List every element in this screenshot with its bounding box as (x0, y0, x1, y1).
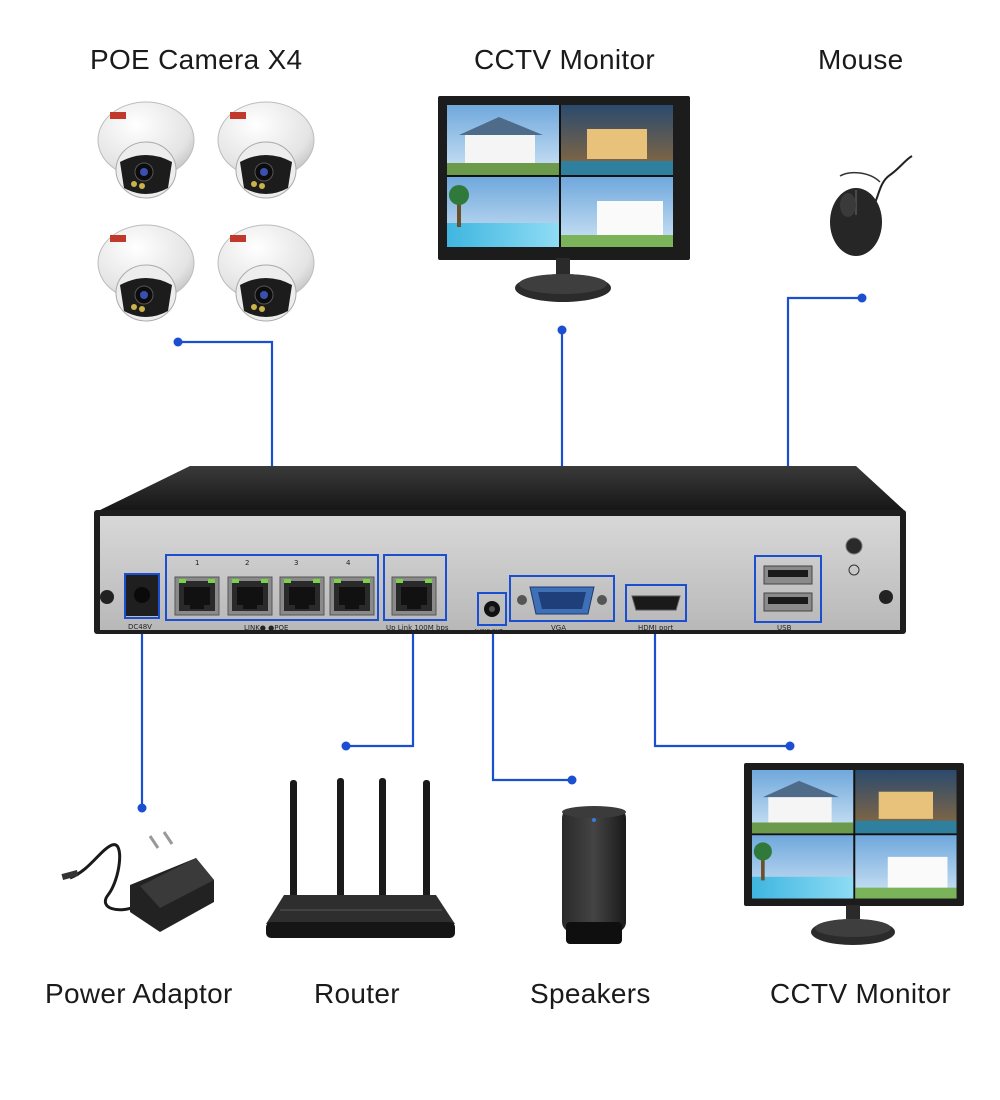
power-adaptor-label: Power Adaptor (45, 978, 233, 1009)
nvr-recorder (94, 466, 906, 634)
port-number-2: 2 (245, 559, 249, 567)
speakers-label: Speakers (530, 978, 651, 1009)
vga-label: VGA (551, 624, 566, 632)
cctv-monitor-bottom-label: CCTV Monitor (770, 978, 951, 1009)
dc-port-label: DC48V (128, 623, 152, 631)
poe-camera-label: POE Camera X4 (90, 44, 303, 75)
link-poe-label: LINK● ●POE (244, 624, 288, 632)
router-connector (346, 612, 415, 748)
port-number-1: 1 (195, 559, 199, 567)
speakers-connector (491, 622, 572, 782)
hdmi-connector (653, 621, 790, 748)
cctv-monitor-top-image (438, 96, 690, 302)
cctv-monitor-top-label: CCTV Monitor (474, 44, 655, 75)
usb-label: USB (777, 624, 792, 632)
router-label: Router (314, 978, 400, 1009)
port-number-4: 4 (346, 559, 351, 567)
audio-out-label: AUDIO OUT (474, 629, 504, 635)
connector-dots (137, 293, 867, 813)
cctv-monitor-bottom-image (744, 763, 964, 945)
mouse-image (830, 155, 913, 256)
nvr-port-labels: 1 2 3 4 DC48V LINK● ●POE Up Link 100M bp… (128, 559, 792, 635)
mouse-label: Mouse (818, 44, 904, 75)
poe-cameras (97, 101, 315, 322)
hdmi-label: HDMI port (638, 624, 674, 632)
uplink-label: Up Link 100M bps (386, 624, 449, 632)
speaker-image (562, 806, 626, 944)
power-adaptor-image (61, 831, 214, 932)
port-number-3: 3 (294, 559, 298, 567)
router-image (266, 778, 455, 938)
